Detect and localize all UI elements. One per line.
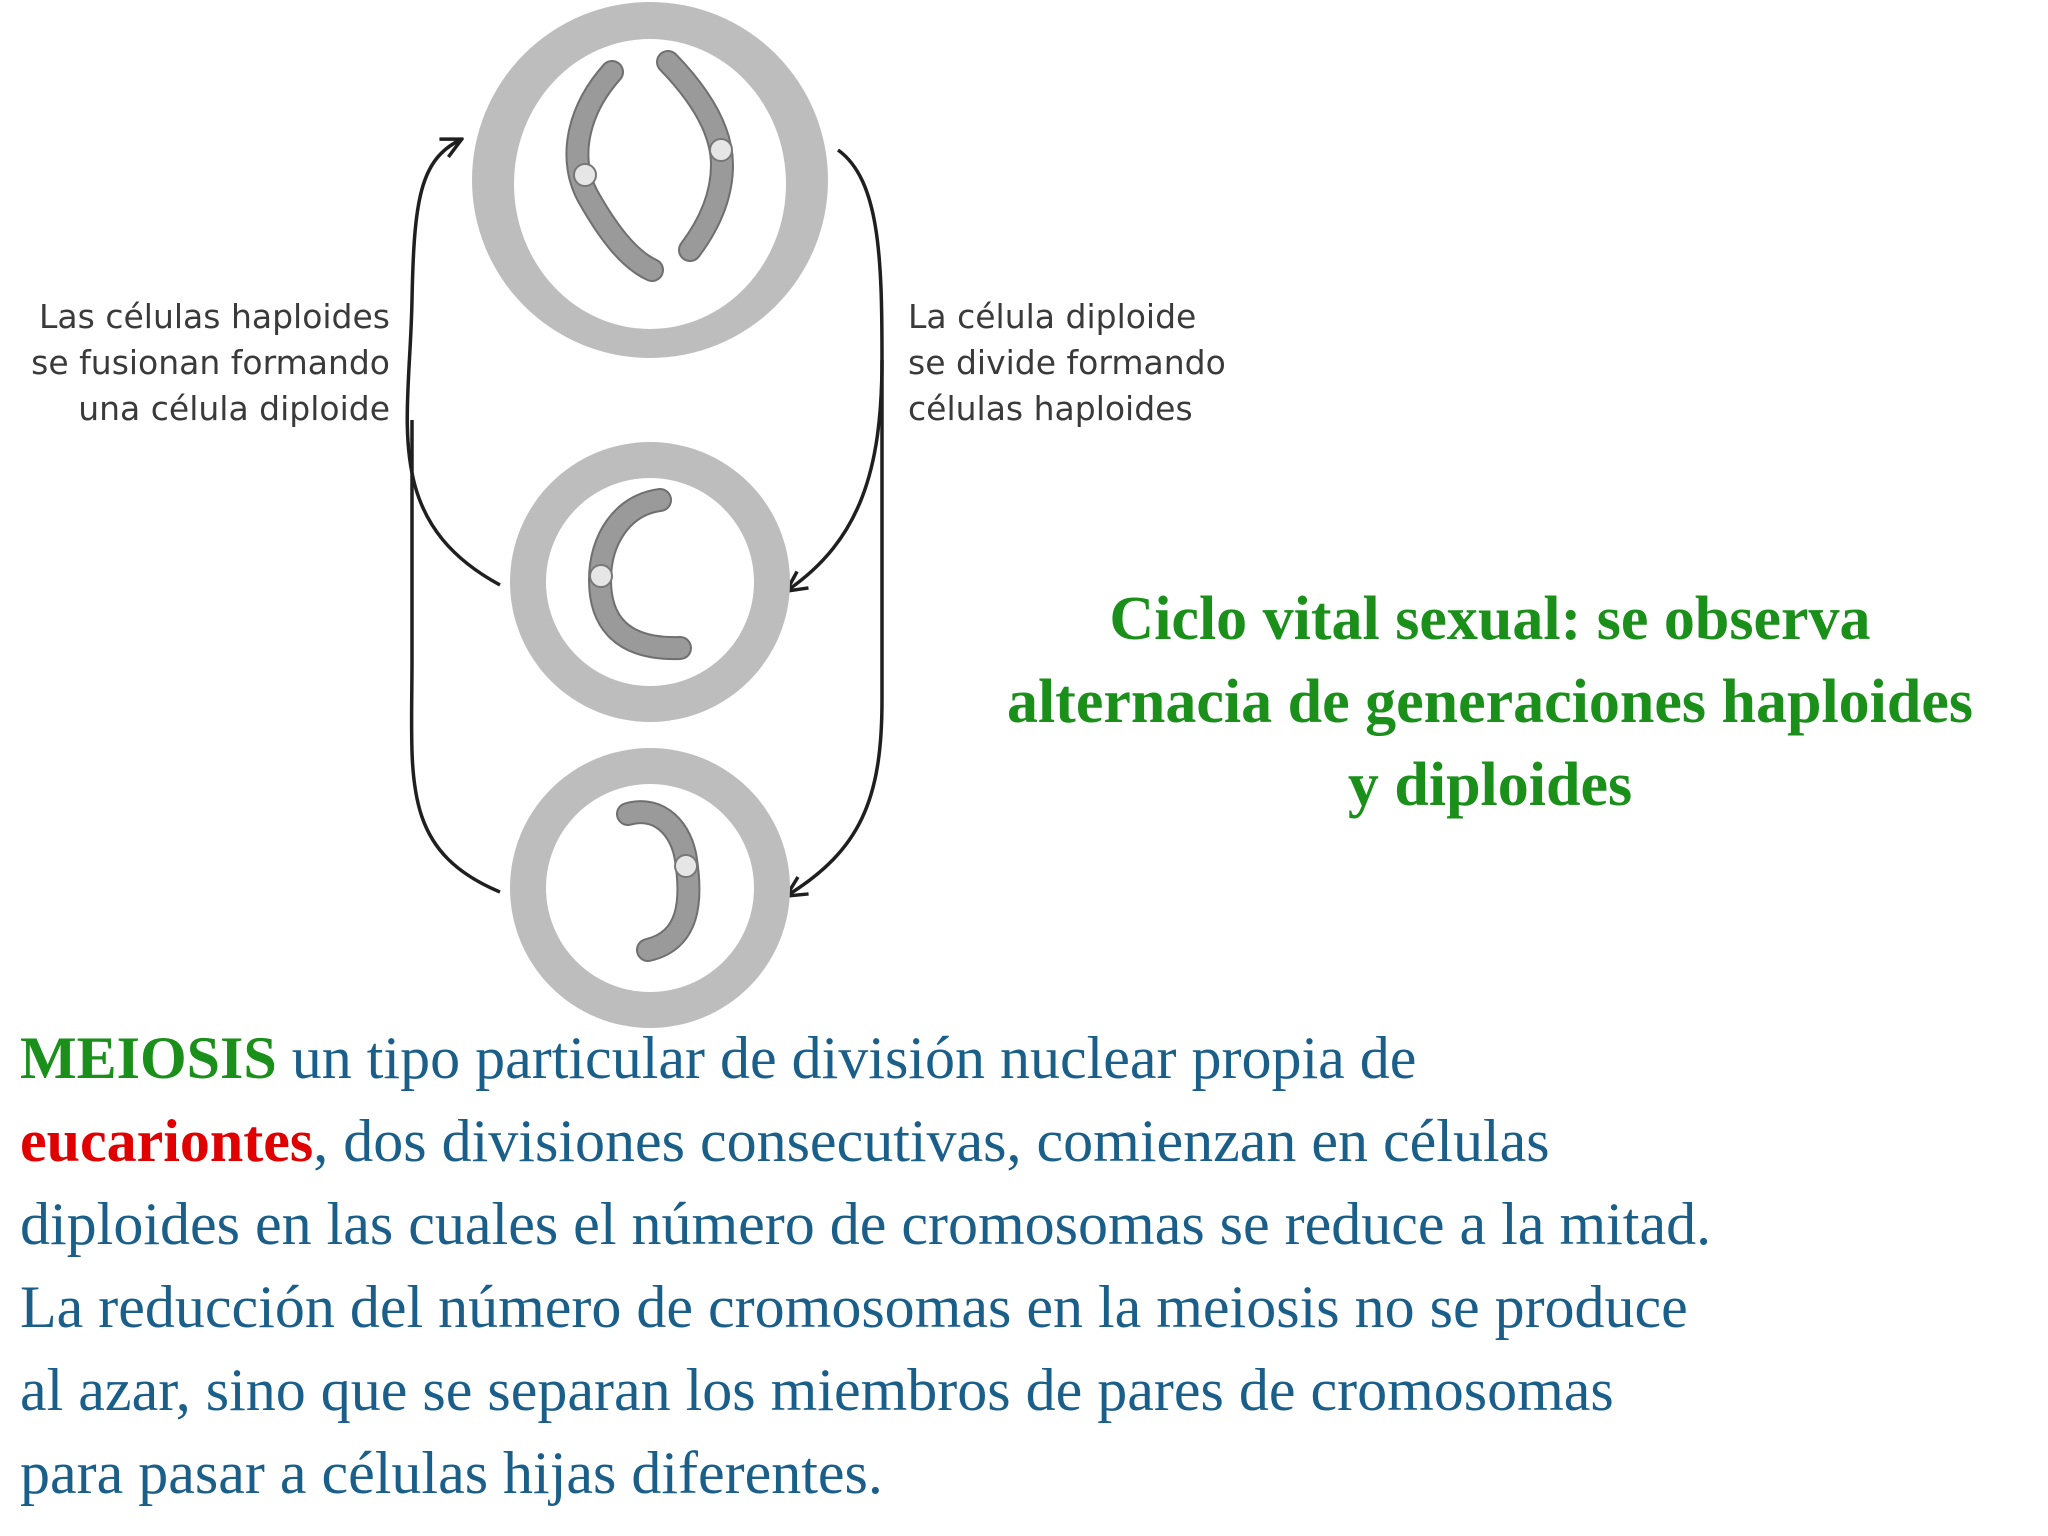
fusion-label-line: Las células haploides [39, 297, 390, 336]
paragraph-text: , dos divisiones consecutivas, comienzan… [313, 1108, 1550, 1174]
fusion-arrow-lower [409, 420, 501, 894]
centromere [674, 854, 698, 878]
division-label-line: células haploides [908, 389, 1193, 428]
centromere [589, 564, 613, 588]
fusion-label-line: se fusionan formando [31, 343, 390, 382]
fusion-arrow [405, 140, 501, 587]
paragraph-line: al azar, sino que se separan los miembro… [20, 1357, 1614, 1423]
paragraph-line: La reducción del número de cromosomas en… [20, 1274, 1688, 1340]
cycle-caption: Ciclo vital sexual: se observa alternaci… [940, 578, 2040, 827]
centromere [709, 138, 733, 162]
paragraph-line: MEIOSIS un tipo particular de división n… [20, 1017, 2040, 1100]
meiosis-definition: MEIOSIS un tipo particular de división n… [20, 1017, 2040, 1515]
centromere [573, 163, 597, 187]
paragraph-line: diploides en las cuales el número de cro… [20, 1191, 1712, 1257]
caption-line: alternacia de generaciones haploides [1006, 668, 1974, 736]
haploid-cell [510, 748, 790, 1028]
paragraph-line: para pasar a células hijas diferentes. [20, 1440, 883, 1506]
fusion-label-line: una célula diploide [78, 389, 390, 428]
division-label-line: se divide formando [908, 343, 1226, 382]
paragraph-text: un tipo particular de división nuclear p… [276, 1025, 1417, 1091]
paragraph-line: eucariontes, dos divisiones consecutivas… [20, 1100, 2040, 1183]
caption-line: y diploides [1347, 751, 1633, 819]
division-label-line: La célula diploide [908, 297, 1197, 336]
division-label: La célula diploide se divide formando cé… [908, 294, 1226, 432]
term-meiosis: MEIOSIS [20, 1025, 277, 1091]
fusion-label: Las células haploides se fusionan forman… [31, 294, 390, 432]
caption-line: Ciclo vital sexual: se observa [1109, 585, 1871, 653]
haploid-cell [510, 442, 790, 722]
division-arrow-lower [788, 360, 884, 895]
diploid-cell [472, 2, 828, 358]
term-eucariontes: eucariontes [20, 1108, 314, 1174]
